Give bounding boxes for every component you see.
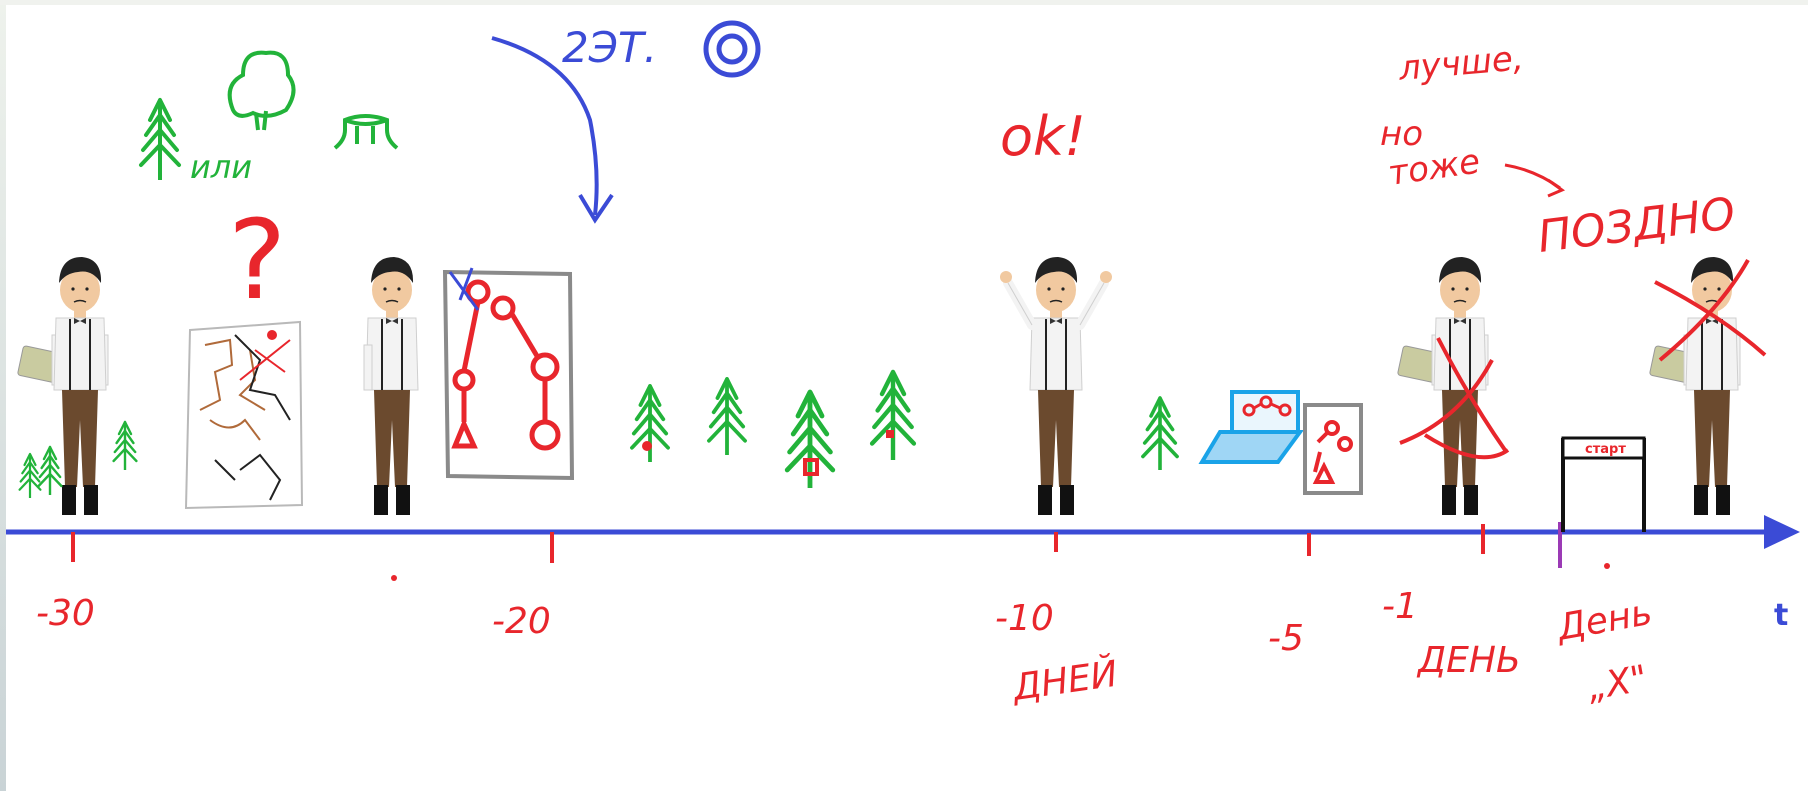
deciduous-tree-icon [227,50,296,131]
label-dayx-line1: День [1552,592,1655,649]
time-axis [6,515,1800,549]
tick-label-minus5: -5 [1268,618,1304,659]
label-dayx-line2: „Х" [1584,658,1650,709]
label-day: ДЕНЬ [1416,640,1521,681]
red-marker [803,458,819,476]
axis-arrowhead [1764,515,1800,549]
tree-icon [1141,396,1179,472]
target-icon [703,20,761,78]
label-ok: ok! [1000,105,1086,168]
question-mark: ? [228,196,286,324]
tick-label-minus10: -10 [995,598,1054,639]
label-stage2: 2ЭТ. [562,23,657,72]
tick-label-minus20: -20 [492,601,551,642]
label-no: но [1380,114,1423,154]
person-icon [1000,256,1112,516]
tree-icon [18,452,42,500]
tick-label-minus30: -30 [36,593,95,634]
tree-icon [872,372,914,460]
red-marker [642,441,652,451]
start-label: старт [1585,442,1626,457]
label-luchshe: лучше, [1396,38,1525,89]
cross-out-mark [1654,259,1767,362]
laptop-icon [1198,390,1304,464]
cross-out-mark [1399,337,1510,460]
map-sketch-icon [184,320,304,510]
axis-label-t: t [1774,598,1788,633]
tree-icon [37,445,63,497]
red-marker [886,430,894,438]
route-scheme-icon [1303,403,1363,495]
dot-marker [391,575,397,581]
arrow-head [578,193,614,224]
tree-icon [707,377,747,457]
start-gate-icon: старт [1561,436,1646,532]
axis-ticks [71,522,1562,568]
route-scheme-icon [442,267,575,481]
dot-marker [1604,563,1610,569]
label-days: ДНЕЙ [1008,653,1120,709]
tree-icon [139,98,181,182]
top-frame-strip [0,0,1808,5]
left-frame-strip [0,0,6,791]
curved-arrow [491,36,599,216]
small-arrow-head [1547,178,1566,198]
person-icon [363,256,419,516]
label-ili: или [190,148,252,186]
tree-icon [630,384,670,464]
tick-label-minus1: -1 [1382,586,1418,627]
small-arrow [1504,163,1561,190]
label-pozdno: ПОЗДНО [1535,188,1738,263]
tree-icon [112,420,138,472]
stump-icon [333,114,399,150]
